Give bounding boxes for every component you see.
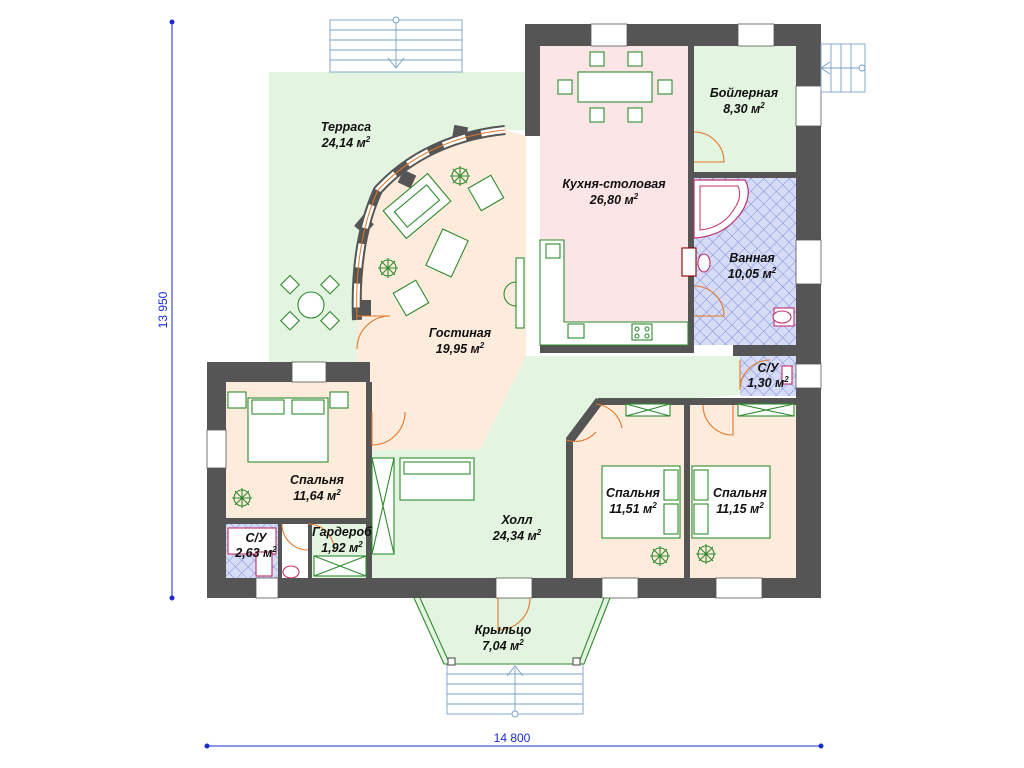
hall-sofa <box>371 457 475 555</box>
wc-small-name: С/У <box>758 361 781 375</box>
dimension-lines <box>169 19 824 749</box>
porch-floor <box>414 598 610 664</box>
dimension-height: 13 950 <box>156 291 170 328</box>
hall-area: 24,34 м2 <box>492 528 542 543</box>
porch-area: 7,04 м2 <box>482 638 524 653</box>
wc-left-area: 2,63 м2 <box>234 545 277 560</box>
boiler-name: Бойлерная <box>710 86 779 100</box>
hall-name: Холл <box>500 513 532 527</box>
bath-fixtures <box>227 247 795 579</box>
bathtub <box>693 179 749 239</box>
terrace-area: 24,14 м2 <box>321 135 371 150</box>
doors <box>281 131 771 631</box>
bed-2 <box>601 465 681 539</box>
wardrobe-name: Гардероб <box>312 525 373 539</box>
wardrobe-shelves <box>313 403 795 577</box>
wc-small-area: 1,30 м2 <box>747 375 789 390</box>
wardrobe-area: 1,92 м2 <box>321 540 363 555</box>
living-area: 19,95 м2 <box>436 341 485 356</box>
bay-window <box>351 125 506 321</box>
terrace-table <box>280 274 340 331</box>
kitchen-area: 26,80 м2 <box>589 192 639 207</box>
kitchen-counter <box>539 239 689 346</box>
stairs-top <box>329 16 463 73</box>
bed-3 <box>691 465 771 539</box>
porch-frame <box>413 597 611 666</box>
hall-floor <box>370 356 740 578</box>
bedroom1-area: 11,64 м2 <box>293 488 341 503</box>
windows <box>206 23 822 599</box>
bedroom3-name: Спальня <box>713 486 768 500</box>
plants <box>232 166 716 566</box>
bedroom2-name: Спальня <box>606 486 661 500</box>
living-name: Гостиная <box>429 326 492 340</box>
terrace-name: Терраса <box>321 120 371 134</box>
bedroom2-area: 11,51 м2 <box>609 501 657 516</box>
dimension-width: 14 800 <box>494 731 531 745</box>
boiler-floor <box>692 46 796 172</box>
boiler-area: 8,30 м2 <box>723 101 765 116</box>
stairs-bottom <box>446 663 584 718</box>
bed-1 <box>227 391 349 463</box>
bedroom1-name: Спальня <box>290 473 345 487</box>
room-labels: Терраса 24,14 м2 Кухня-столовая 26,80 м2… <box>234 86 789 653</box>
bath-area: 10,05 м2 <box>728 266 777 281</box>
porch-name: Крыльцо <box>475 623 532 637</box>
wc-left-name: С/У <box>246 531 269 545</box>
kitchen-floor <box>526 46 688 345</box>
stairs-right <box>820 43 866 93</box>
bedroom3-area: 11,15 м2 <box>716 501 764 516</box>
sofa-set <box>382 172 525 329</box>
dining-table <box>557 51 673 123</box>
kitchen-name: Кухня-столовая <box>562 177 666 191</box>
bath-name: Ванная <box>729 251 775 265</box>
